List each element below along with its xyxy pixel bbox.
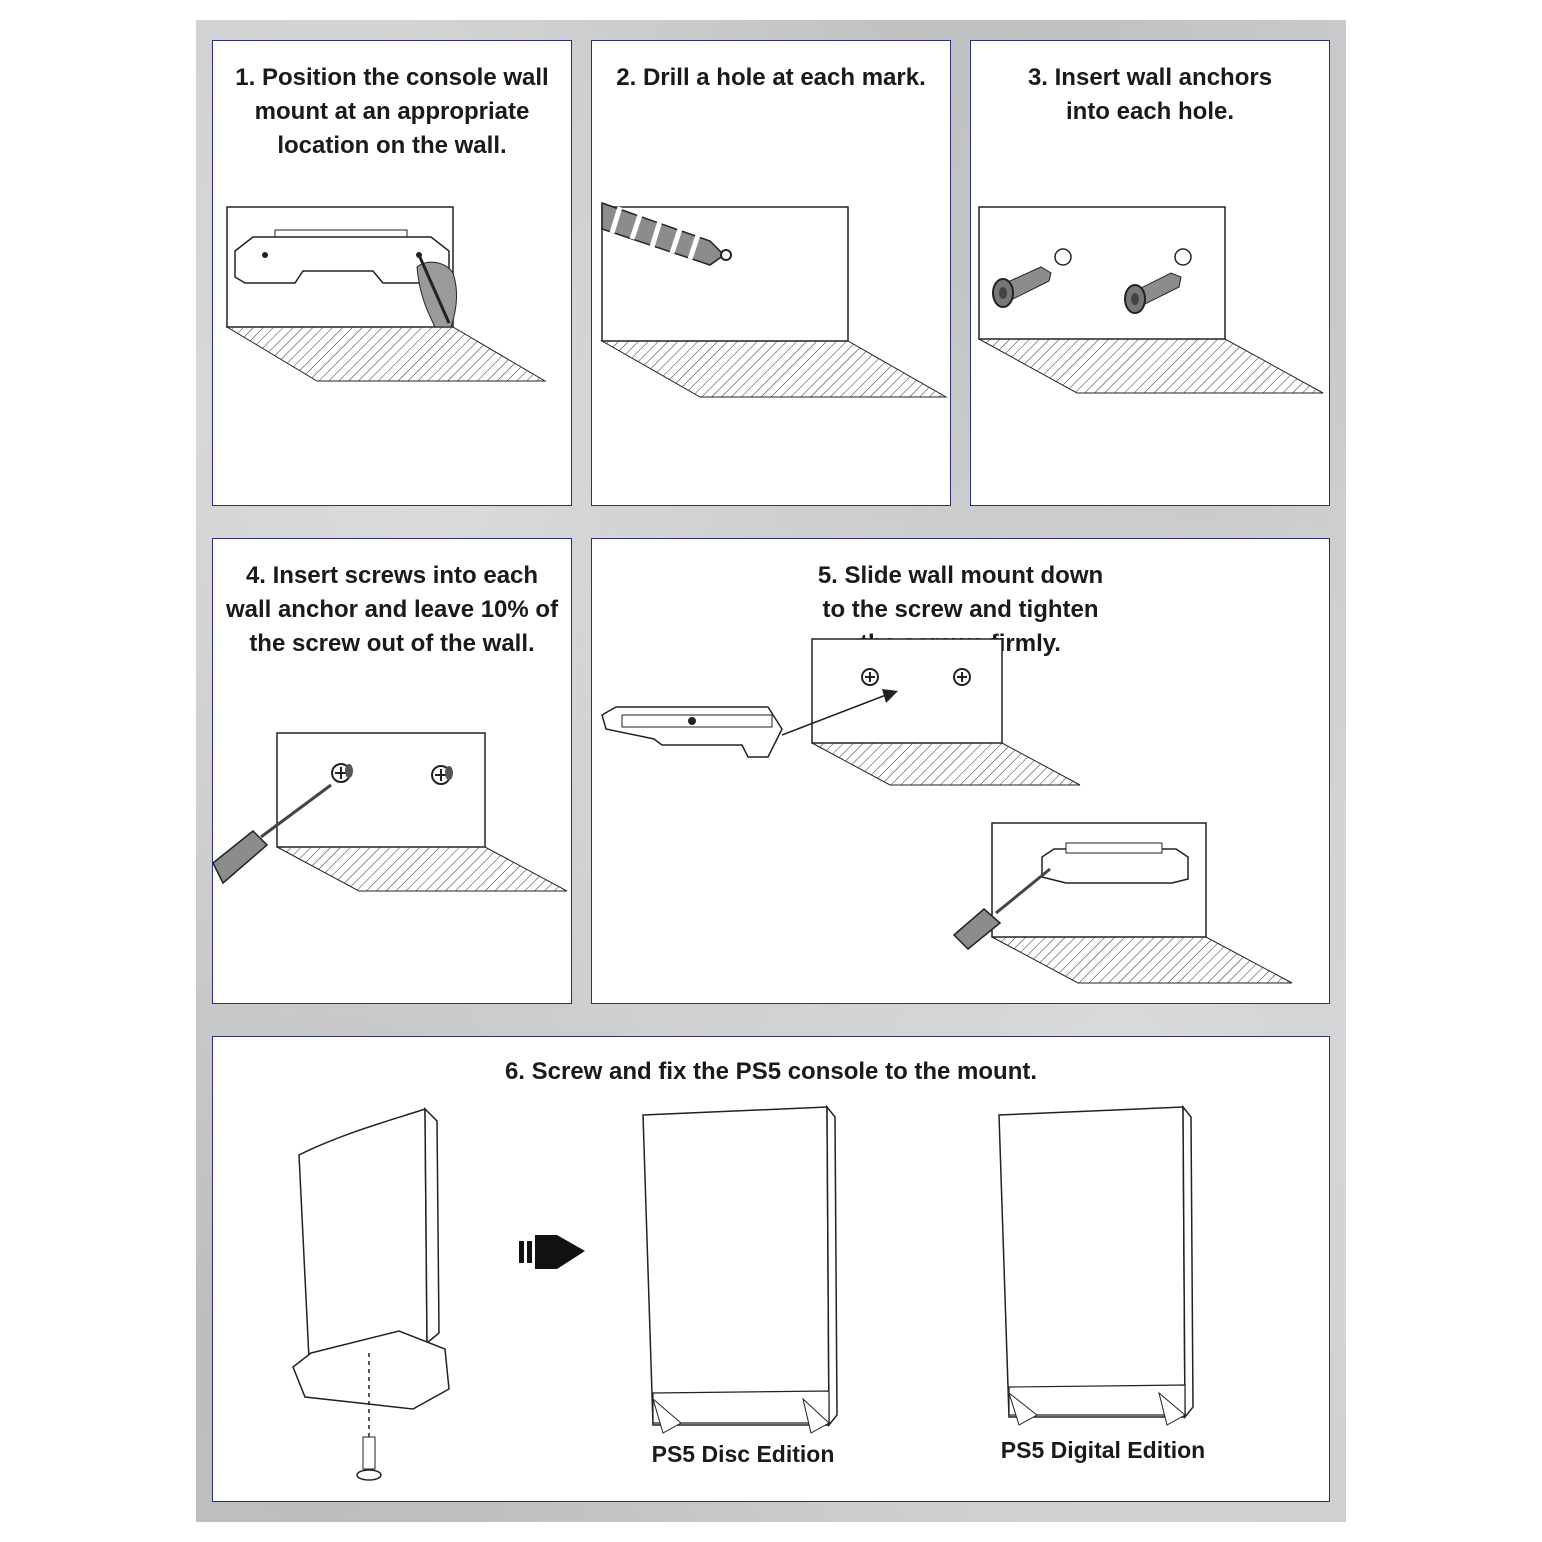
screw-head-icon: [861, 668, 879, 686]
wall-anchor-icon: [992, 248, 1072, 308]
ps5-console-mounting-icon: [292, 1107, 450, 1481]
step-5-illustration: [601, 638, 1293, 984]
wall-mount-bracket: [1041, 842, 1189, 884]
step-2-panel: 2. Drill a hole at each mark.: [591, 40, 951, 506]
wall-anchor-icon: [1124, 248, 1192, 314]
step-4-panel: 4. Insert screws into each wall anchor a…: [212, 538, 572, 1004]
screwdriver-icon: [212, 783, 332, 885]
step-5-panel: 5. Slide wall mount down to the screw an…: [591, 538, 1330, 1004]
screw-head-icon: [331, 763, 353, 783]
ps5-disc-edition-icon: [642, 1104, 838, 1434]
step-3-illustration: [978, 206, 1324, 394]
instruction-sheet: 1. Position the console wall mount at an…: [196, 20, 1346, 1522]
digital-edition-caption: PS5 Digital Edition: [1000, 1437, 1206, 1463]
step-4-title: 4. Insert screws into each wall anchor a…: [225, 562, 559, 657]
drill-bit-icon: [601, 201, 732, 266]
disc-edition-caption: PS5 Disc Edition: [651, 1441, 835, 1467]
hand-with-pencil-icon: [416, 254, 458, 328]
step-6-panel: 6. Screw and fix the PS5 console to the …: [212, 1036, 1330, 1502]
step-1-panel: 1. Position the console wall mount at an…: [212, 40, 572, 506]
step-4-illustration: [212, 732, 568, 892]
step-2-illustration: [600, 201, 948, 398]
screwdriver-icon: [952, 867, 1051, 951]
step-3-panel: 3. Insert wall anchors into each hole.: [970, 40, 1330, 506]
step-6-illustration: [292, 1104, 1194, 1481]
step-3-title: 3. Insert wall anchors into each hole.: [1027, 64, 1273, 125]
step-2-title: 2. Drill a hole at each mark.: [616, 64, 926, 91]
step-1-title: 1. Position the console wall mount at an…: [235, 64, 549, 159]
wall-mount-bracket: [601, 706, 783, 758]
screw-head-icon: [431, 765, 453, 785]
ps5-digital-edition-icon: [998, 1104, 1194, 1426]
step-6-title: 6. Screw and fix the PS5 console to the …: [504, 1058, 1038, 1085]
screw-head-icon: [953, 668, 971, 686]
next-step-arrow-icon: [519, 1235, 585, 1269]
arrow-icon: [781, 689, 898, 736]
step-1-illustration: [225, 206, 547, 382]
wall-mount-bracket: [234, 229, 450, 284]
